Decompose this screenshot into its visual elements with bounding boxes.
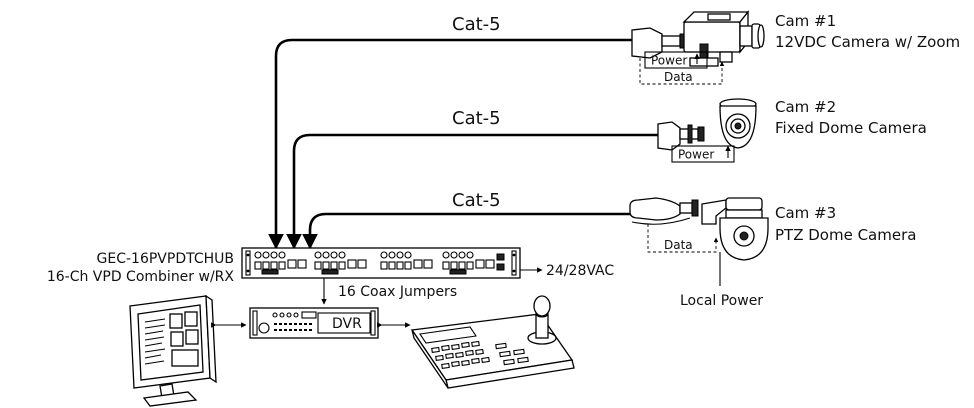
ptz-keyboard-icon[interactable] xyxy=(410,295,575,389)
cam1-data-label: Data xyxy=(664,70,693,84)
cat5-cable-2 xyxy=(286,133,660,250)
ptz-dome-camera-icon xyxy=(701,197,769,261)
cat5-cable-1 xyxy=(268,38,632,250)
hub-rack-icon xyxy=(241,247,521,279)
dome-camera-icon xyxy=(719,98,757,149)
camera-1[interactable]: Power Data Cam #1 12VDC Camera w/ Zoom xyxy=(631,10,960,85)
cam1-data-link xyxy=(639,58,725,85)
dvr-icon[interactable]: DVR xyxy=(249,307,379,339)
cam3-data-link xyxy=(647,224,719,253)
balun-icon xyxy=(657,121,705,151)
hub-desc: 16-Ch VPD Combiner w/RX xyxy=(47,269,235,285)
cam3-name: Cam #3 xyxy=(775,204,836,222)
cam1-power-box xyxy=(644,51,708,69)
cam2-desc: Fixed Dome Camera xyxy=(775,119,927,137)
hub-model: GEC-16PVPDTCHUB xyxy=(97,251,234,267)
cam2-power-label: Power xyxy=(678,148,714,162)
dvr-label-box xyxy=(317,312,371,334)
monitor-icon[interactable] xyxy=(129,294,217,407)
balun-icon xyxy=(629,197,699,225)
camera-3[interactable]: Data Local Power Cam #3 PTZ Dome Camera xyxy=(629,197,916,309)
cable-2-label: Cat-5 xyxy=(452,108,501,129)
box-camera-icon xyxy=(682,10,765,67)
hub-jumpers-label: 16 Coax Jumpers xyxy=(338,284,457,300)
dvr-label: DVR xyxy=(332,316,362,332)
hub[interactable]: GEC-16PVPDTCHUB 16-Ch VPD Combiner w/RX xyxy=(47,247,615,305)
cam3-desc: PTZ Dome Camera xyxy=(775,226,916,244)
cat5-cable-3 xyxy=(302,212,630,250)
cam3-local-power-label: Local Power xyxy=(680,293,763,309)
hub-supply-label: 24/28VAC xyxy=(546,263,614,279)
cable-1-label: Cat-5 xyxy=(452,14,501,35)
camera-2[interactable]: Power Cam #2 Fixed Dome Camera xyxy=(657,98,927,163)
cam1-desc: 12VDC Camera w/ Zoom xyxy=(775,33,960,51)
cam1-name: Cam #1 xyxy=(775,12,836,30)
cam1-power-label: Power xyxy=(651,54,687,68)
cam2-name: Cam #2 xyxy=(775,98,836,116)
cable-3-label: Cat-5 xyxy=(452,190,501,211)
cam2-power-box xyxy=(671,145,735,163)
cam3-data-label: Data xyxy=(664,238,693,252)
